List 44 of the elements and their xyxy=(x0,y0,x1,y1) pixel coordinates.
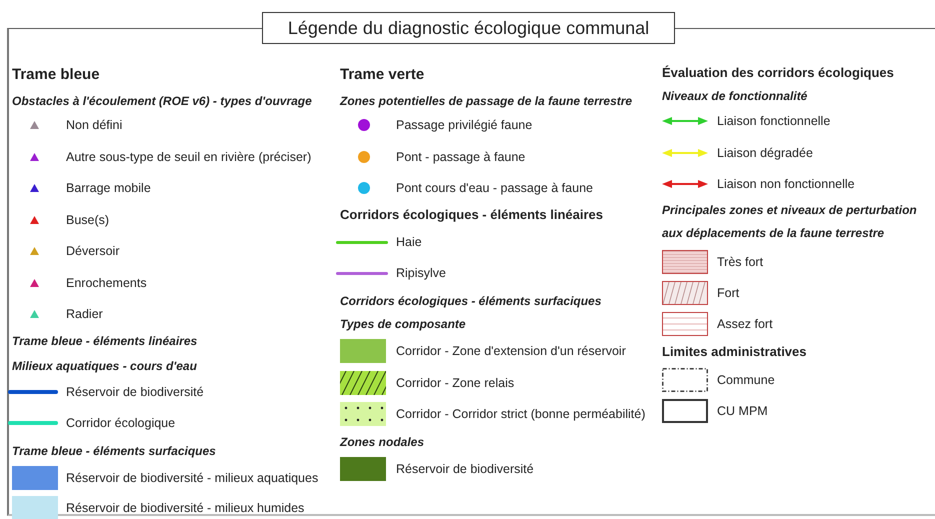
legend-label: Barrage mobile xyxy=(66,180,151,196)
legend-label: Assez fort xyxy=(717,316,773,332)
legend-label: Réservoir de biodiversité xyxy=(396,461,534,477)
legend-label: Enrochements xyxy=(66,275,147,291)
legend-label: Corridor écologique xyxy=(66,415,176,431)
legend-label: Fort xyxy=(717,285,740,301)
section-heading: Zones potentielles de passage de la faune terrestre xyxy=(340,93,632,109)
legend-title: Légende du diagnostic écologique communal xyxy=(262,12,675,44)
legend-label: CU MPM xyxy=(717,403,768,419)
section-heading: Corridors écologiques - éléments surfaciques xyxy=(340,293,602,309)
section-heading: Trame bleue - éléments surfaciques xyxy=(12,443,216,459)
section-heading: Trame verte xyxy=(340,67,424,83)
section-heading: Principales zones et niveaux de perturbation aux déplacements de la faune terrestre xyxy=(662,202,918,242)
legend-label: Réservoir de biodiversité xyxy=(66,384,204,400)
section-heading: Types de composante xyxy=(340,316,466,332)
section-heading: Évaluation des corridors écologiques xyxy=(662,65,894,81)
legend-label: Passage privilégié faune xyxy=(396,117,532,133)
legend-label: Ripisylve xyxy=(396,265,446,281)
section-heading: Limites administratives xyxy=(662,344,806,360)
section-heading: Trame bleue xyxy=(12,67,100,83)
section-heading: Obstacles à l'écoulement (ROE v6) - types d'ouvrage xyxy=(12,93,312,109)
legend-label: Liaison dégradée xyxy=(717,145,813,161)
legend-label: Pont cours d'eau - passage à faune xyxy=(396,180,593,196)
legend-label: Corridor - Zone relais xyxy=(396,375,514,391)
section-heading: Niveaux de fonctionnalité xyxy=(662,88,808,104)
legend-label: Non défini xyxy=(66,117,122,133)
section-heading: Milieux aquatiques - cours d'eau xyxy=(12,358,197,374)
legend-label: Pont - passage à faune xyxy=(396,149,526,165)
legend-label: Commune xyxy=(717,372,775,388)
legend-label: Réservoir de biodiversité - milieux humides xyxy=(66,500,304,516)
section-heading: Zones nodales xyxy=(340,434,424,450)
legend-label: Radier xyxy=(66,306,103,322)
legend-label: Autre sous-type de seuil en rivière (préciser) xyxy=(66,149,312,165)
legend-label: Déversoir xyxy=(66,243,120,259)
legend-label: Réservoir de biodiversité - milieux aquatiques xyxy=(66,470,318,486)
legend-label: Haie xyxy=(396,234,422,250)
legend-label: Liaison fonctionnelle xyxy=(717,113,830,129)
legend-label: Très fort xyxy=(717,254,764,270)
section-heading: Corridors écologiques - éléments linéaires xyxy=(340,207,603,223)
legend-label: Liaison non fonctionnelle xyxy=(717,176,855,192)
legend-label: Corridor - Corridor strict (bonne perméabilité) xyxy=(396,406,646,422)
legend-label: Buse(s) xyxy=(66,212,110,228)
section-heading: Trame bleue - éléments linéaires xyxy=(12,333,198,349)
legend-label: Corridor - Zone d'extension d'un réservoir xyxy=(396,343,626,359)
